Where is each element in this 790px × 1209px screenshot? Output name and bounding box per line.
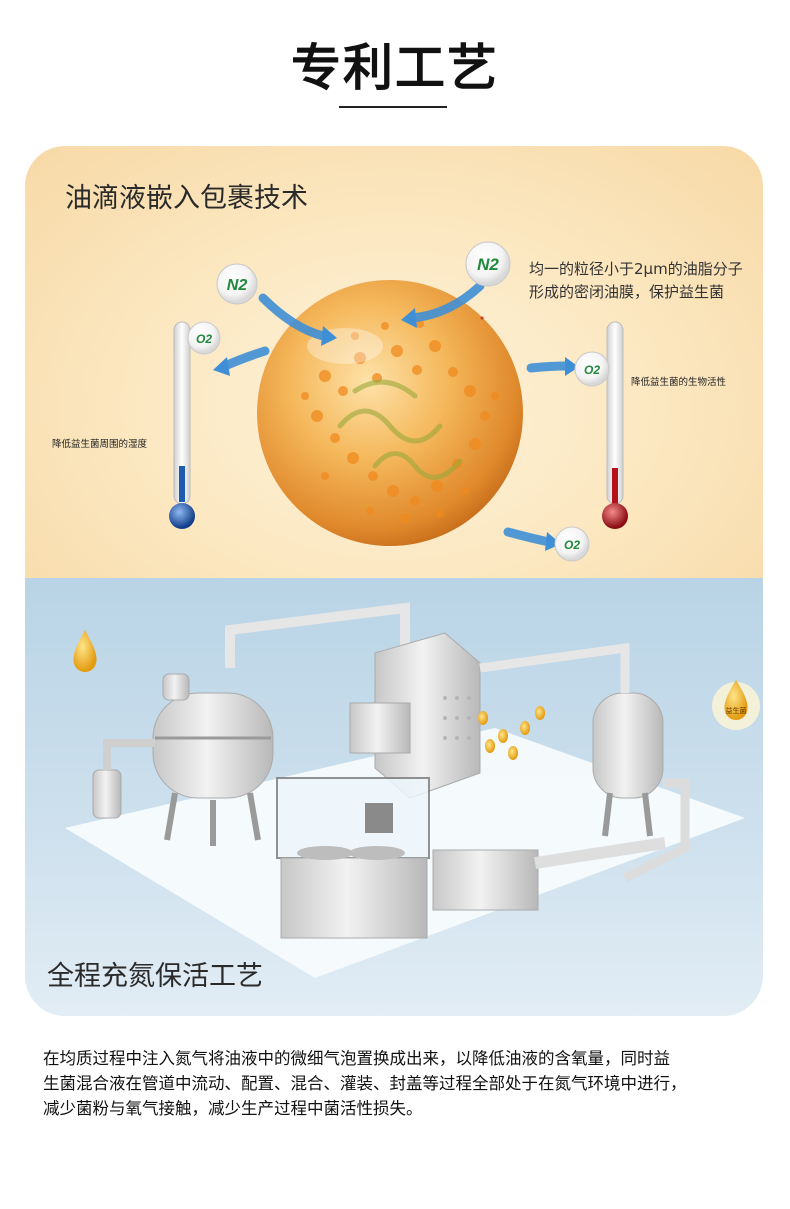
homogenizer-machine: [349, 632, 481, 799]
description-line-2: 生菌混合液在管道中流动、配置、混合、灌装、封盖等过程全部处于在氮气环境中进行，: [43, 1074, 687, 1093]
callout-line-2: 形成的密闭油膜，保护益生菌: [529, 283, 725, 301]
process-card: N2 N2 O2 O2 O2 油滴液嵌入包裹技术 均一的粒径小于2μm的油脂分子…: [25, 146, 763, 1016]
nitrogen-bubble-left: N2: [216, 263, 258, 305]
filling-bench: [276, 777, 430, 939]
probiotic-drop-badge-icon: 益生菌: [712, 680, 760, 730]
svg-text:O2: O2: [196, 332, 212, 346]
description-line-1: 在均质过程中注入氮气将油液中的微细气泡置换成出来，以降低油液的含氧量，同时益: [43, 1049, 670, 1068]
nitrogen-bubble-right: N2: [465, 241, 511, 287]
small-vessel: [92, 739, 155, 819]
svg-text:O2: O2: [564, 538, 580, 552]
oxygen-bubble-right: O2: [574, 351, 610, 387]
oxygen-bubble-bottom: O2: [554, 526, 590, 562]
nitrogen-process-panel: 益生菌 全程充氮保活工艺: [25, 578, 763, 1016]
oxygen-bubble-left: O2: [187, 321, 221, 355]
oil-drops: [478, 706, 545, 760]
mixing-tank-left: [152, 673, 274, 846]
page-title: 专利工艺: [291, 39, 499, 97]
svg-text:N2: N2: [227, 277, 248, 294]
title-divider: [339, 106, 447, 108]
mixing-tank-right: [479, 642, 690, 883]
oil-sphere: [257, 280, 523, 546]
oil-droplet-panel: N2 N2 O2 O2 O2 油滴液嵌入包裹技术 均一的粒径小于2μm的油脂分子…: [25, 146, 763, 578]
callout-line-1: 均一的粒径小于2μm的油脂分子: [529, 260, 743, 278]
conveyor-unit: [432, 837, 666, 911]
left-thermometer-label: 降低益生菌周围的湿度: [52, 439, 148, 450]
svg-text:益生菌: 益生菌: [726, 706, 747, 715]
thermometer-cold-icon: [169, 321, 195, 529]
thermometer-hot-icon: [602, 321, 628, 529]
process-description: 在均质过程中注入氮气将油液中的微细气泡置换成出来，以降低油液的含氧量，同时益 生…: [43, 1046, 763, 1121]
svg-text:N2: N2: [477, 255, 499, 274]
nitrogen-process-heading: 全程充氮保活工艺: [47, 961, 263, 992]
oil-droplet-heading: 油滴液嵌入包裹技术: [65, 183, 308, 214]
right-thermometer-label: 降低益生菌的生物活性: [631, 377, 727, 388]
description-line-3: 减少菌粉与氧气接触，减少生产过程中菌活性损失。: [43, 1099, 423, 1118]
factory-line-illustration: 益生菌: [65, 602, 760, 978]
oil-droplet-illustration: N2 N2 O2 O2 O2: [169, 241, 628, 562]
svg-text:O2: O2: [584, 363, 600, 377]
oil-drop-icon: [73, 630, 97, 672]
